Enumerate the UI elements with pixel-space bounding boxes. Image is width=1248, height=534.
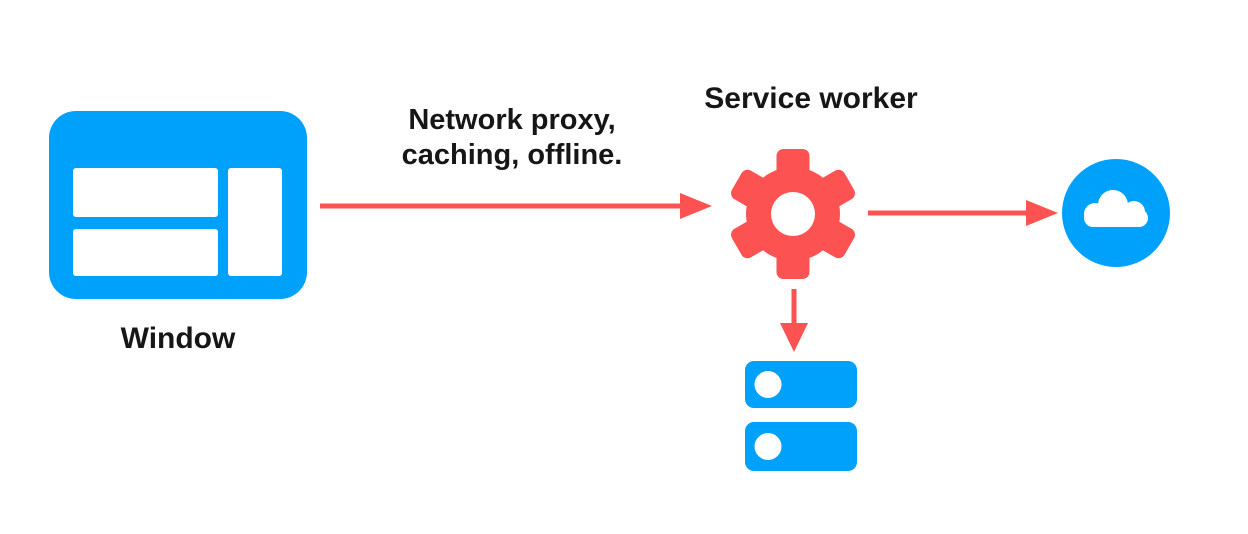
flow-annotation: Network proxy, caching, offline. [362, 103, 662, 173]
arrow-service-worker-to-cloud [868, 200, 1058, 226]
window-pane-right [228, 168, 282, 276]
arrow-window-to-service-worker [320, 193, 712, 219]
database-icon [745, 361, 857, 471]
arrow-service-worker-to-storage [780, 289, 808, 352]
cloud-icon [1062, 159, 1170, 267]
browser-window-icon [49, 111, 307, 299]
gear-hub [771, 192, 815, 236]
flow-annotation-line2: caching, offline. [401, 139, 623, 171]
window-label: Window [120, 322, 236, 355]
flow-annotation-line1: Network proxy, [408, 104, 616, 136]
service-worker-label: Service worker [704, 82, 918, 115]
window-pane-bottom-left [73, 229, 218, 276]
window-pane-top-left [73, 168, 218, 217]
gear-icon [731, 149, 855, 279]
